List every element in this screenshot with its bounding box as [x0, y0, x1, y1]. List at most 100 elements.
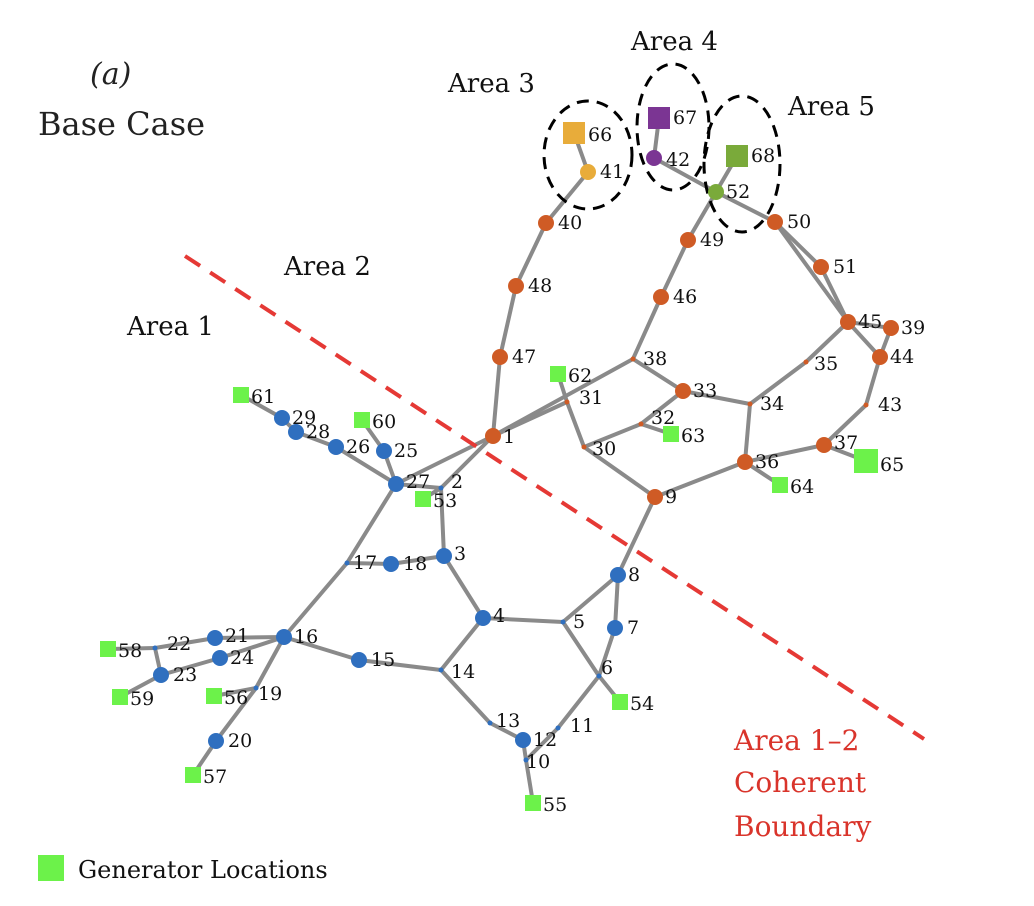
edge-24-16: [218, 635, 286, 660]
bus-21: [207, 630, 223, 646]
area4-label: Area 4: [630, 27, 718, 57]
node-label-36: 36: [755, 451, 779, 473]
bus-40: [538, 215, 554, 231]
generator-59: [112, 689, 128, 705]
node-label-63: 63: [681, 425, 705, 447]
node-label-45: 45: [858, 311, 882, 333]
node-label-56: 56: [224, 687, 248, 709]
edge-8-5: [561, 573, 620, 624]
edge-32-33: [639, 389, 685, 426]
bus-12: [515, 732, 531, 748]
generator-61: [233, 387, 249, 403]
node-label-55: 55: [543, 794, 567, 816]
node-label-7: 7: [627, 617, 639, 639]
node-label-2: 2: [451, 471, 463, 493]
junction-22: [152, 645, 158, 651]
bus-24: [212, 650, 228, 666]
bus-15: [351, 652, 367, 668]
node-label-41: 41: [600, 161, 624, 183]
generator-66: [563, 122, 585, 144]
bus-20: [208, 733, 224, 749]
edge-31-30: [565, 400, 586, 449]
node-label-54: 54: [630, 693, 654, 715]
node-label-60: 60: [372, 411, 396, 433]
node-label-12: 12: [533, 729, 557, 751]
bus-36: [737, 454, 753, 470]
edge-27-17: [345, 482, 398, 565]
edge-15-14: [357, 658, 443, 672]
bus-4: [475, 610, 491, 626]
edge-37-36: [743, 443, 826, 464]
edge-34-35: [748, 360, 808, 406]
bus-28: [288, 424, 304, 440]
edge-46-38: [631, 295, 663, 361]
edge-4-3: [442, 554, 485, 620]
area5-outline: [702, 94, 782, 234]
node-label-59: 59: [130, 688, 154, 710]
node-label-61: 61: [251, 386, 275, 408]
bus-42: [646, 150, 662, 166]
node-label-53: 53: [433, 490, 457, 512]
generator-67: [648, 107, 670, 129]
bus-16: [276, 629, 292, 645]
generator-68: [726, 145, 748, 167]
bus-1: [485, 428, 501, 444]
edge-16-15: [282, 635, 361, 662]
edge-43-37: [822, 403, 868, 447]
junction-10: [523, 757, 529, 763]
bus-47: [492, 349, 508, 365]
junction-5: [560, 619, 566, 625]
junction-6: [596, 673, 602, 679]
node-label-66: 66: [588, 124, 612, 146]
legend-generator-swatch: [38, 855, 64, 881]
edge-1-47: [491, 355, 502, 438]
node-label-10: 10: [526, 751, 550, 773]
node-label-34: 34: [760, 393, 784, 415]
edge-38-33: [631, 357, 685, 393]
junction-2: [438, 485, 444, 491]
edge-3-2: [439, 486, 446, 558]
edge-16-19: [254, 635, 286, 690]
node-label-35: 35: [814, 353, 838, 375]
area3-outline: [542, 99, 634, 211]
bus-37: [816, 437, 832, 453]
junction-31: [564, 399, 570, 405]
node-label-52: 52: [726, 181, 750, 203]
generator-62: [550, 366, 566, 382]
boundary-label-line2: Coherent: [734, 766, 867, 799]
junction-17: [344, 560, 350, 566]
area3-label: Area 3: [447, 69, 535, 99]
node-label-42: 42: [666, 149, 690, 171]
node-label-46: 46: [673, 286, 697, 308]
junction-43: [863, 402, 869, 408]
bus-41: [580, 164, 596, 180]
bus-25: [376, 443, 392, 459]
edge-1-2: [439, 434, 495, 490]
edge-5-6: [561, 620, 601, 678]
node-label-32: 32: [651, 407, 675, 429]
bus-44: [872, 349, 888, 365]
generator-55: [525, 795, 541, 811]
generator-54: [612, 694, 628, 710]
node-label-47: 47: [512, 346, 536, 368]
edge-38-1: [491, 357, 635, 438]
bus-46: [653, 289, 669, 305]
edge-50-51: [773, 220, 823, 269]
bus-49: [680, 232, 696, 248]
edge-34-36: [743, 402, 752, 464]
node-label-68: 68: [751, 145, 775, 167]
junction-32: [638, 421, 644, 427]
generator-58: [100, 641, 116, 657]
junction-38: [630, 356, 636, 362]
edge-30-32: [582, 422, 643, 449]
edge-40-41: [544, 170, 590, 225]
bus-45: [840, 314, 856, 330]
area2-label: Area 2: [283, 252, 371, 282]
node-label-27: 27: [406, 471, 430, 493]
edge-30-9: [582, 445, 657, 499]
node-label-29: 29: [292, 407, 316, 429]
edge-16-21: [213, 635, 286, 640]
bus-51: [813, 259, 829, 275]
bus-3: [436, 548, 452, 564]
